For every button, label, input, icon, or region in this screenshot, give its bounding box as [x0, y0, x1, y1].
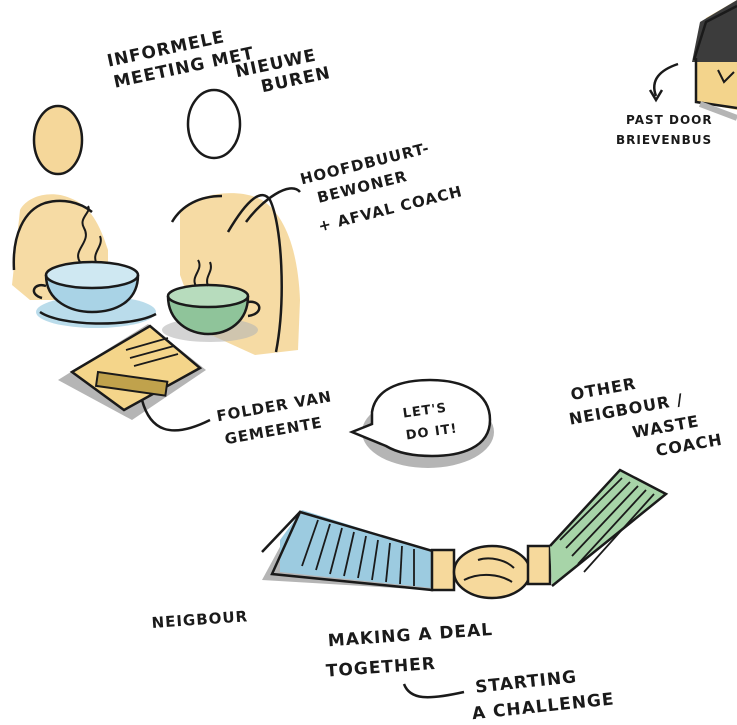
blue-cup-icon: [32, 205, 157, 328]
svg-text:LET'S DO IT!: LET'S DO IT!: [402, 400, 459, 444]
svg-text:STARTING A CHALLENGE: STARTING A CHALLENGE: [468, 663, 615, 724]
making-deal-line2: TOGETHER: [325, 654, 436, 682]
speech-bubble-icon: [348, 378, 494, 468]
green-cup-icon: [162, 259, 261, 342]
svg-text:INFORMELE MEETING MET: INFORMELE MEETING MET: [105, 22, 256, 93]
svg-text:PAST DOOR BRIEVENBUS: PAST DOOR BRIEVENBUS: [616, 113, 718, 147]
speech-line1: LET'S: [402, 401, 448, 422]
mailbox-arrow: [653, 62, 679, 97]
mailbox-line1: PAST DOOR: [626, 113, 713, 127]
folder-pointer-line: [140, 399, 211, 432]
svg-text:OTHER NEIGBOUR / WASTE: OTHER NEIGBOUR / WASTE COACH: [563, 361, 724, 474]
svg-text:MAKING A DEAL TOGETHER: MAKING A DEAL TOGETHER: [323, 619, 502, 681]
folder-icon: [58, 324, 206, 420]
mailbox-line2: BRIEVENBUS: [616, 133, 712, 147]
handshake-icon: [261, 468, 669, 600]
making-deal-line1: MAKING A DEAL: [327, 620, 493, 651]
svg-text:FOLDER VAN GEMEENTE: FOLDER VAN GEMEENTE: [215, 386, 343, 449]
challenge-line1: STARTING: [474, 667, 578, 698]
speech-line2: DO IT!: [405, 421, 459, 443]
challenge-arrow: [402, 683, 465, 699]
svg-text:HOOFDBUURT- BEWONER +: HOOFDBUURT- BEWONER + AFVAL COACH: [298, 134, 464, 237]
neighbour-label: NEIGBOUR: [151, 607, 249, 632]
house-icon: [692, 0, 737, 121]
head-resident-pointer: [244, 187, 301, 223]
